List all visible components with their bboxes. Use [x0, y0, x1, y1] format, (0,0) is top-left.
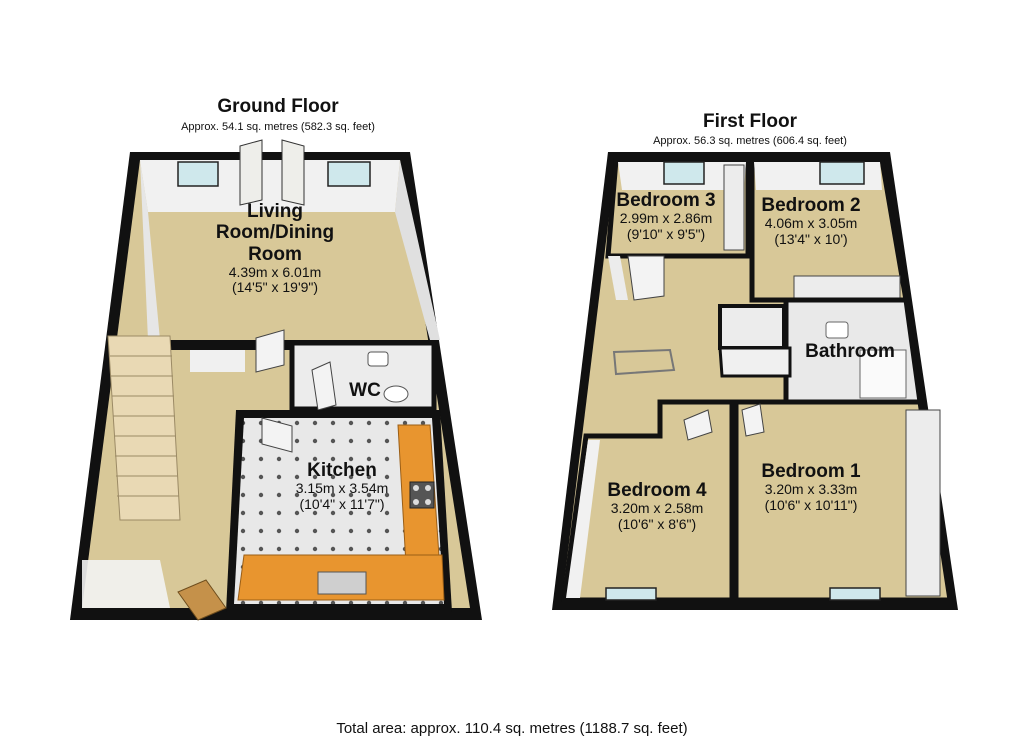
kitchen-label: Kitchen 3.15m x 3.54m (10'4" x 11'7")	[272, 460, 412, 513]
bedroom-4-name: Bedroom 4	[607, 480, 707, 501]
living-room-name-line-2: Room/Dining	[215, 222, 335, 244]
living-room-label: Living Room/Dining Room 4.39m x 6.01m (1…	[200, 201, 350, 296]
bedroom-4-door	[683, 409, 713, 441]
front-left-wall-face	[82, 560, 170, 608]
patio-door-right	[281, 139, 305, 206]
bedroom-4-left-wall	[566, 440, 600, 598]
staircase	[107, 335, 181, 521]
wc-name: WC	[349, 380, 381, 401]
living-room-door	[255, 329, 285, 373]
bedroom-3-label: Bedroom 3 2.99m x 2.86m (9'10" x 9'5")	[606, 190, 726, 243]
first-floor-title: First Floor	[703, 111, 797, 132]
bathroom-bath-icon	[859, 349, 907, 399]
front-door	[177, 579, 227, 621]
wc-basin-icon	[367, 351, 389, 367]
living-room-window-left	[177, 161, 219, 187]
bedroom-1-metric: 3.20m x 3.33m	[764, 481, 858, 498]
bedroom-2-name: Bedroom 2	[761, 195, 861, 216]
living-room-name-line-3: Room	[248, 243, 302, 265]
kitchen-imperial: (10'4" x 11'7")	[299, 495, 385, 512]
bedroom-4-label: Bedroom 4 3.20m x 2.58m (10'6" x 8'6")	[592, 480, 722, 533]
landing-cupboard	[718, 304, 786, 350]
bedroom-3-window	[663, 161, 705, 185]
bedroom-2-label: Bedroom 2 4.06m x 3.05m (13'4" x 10')	[746, 195, 876, 248]
bedroom-2-imperial: (13'4" x 10')	[774, 230, 848, 247]
living-room-window-right	[327, 161, 371, 187]
bedroom-3-name: Bedroom 3	[616, 190, 716, 211]
bathroom-basin-icon	[825, 321, 849, 339]
bedroom-2-window	[819, 161, 865, 185]
bedroom-2-wardrobe	[793, 275, 901, 299]
hall-partition-face	[190, 350, 245, 372]
bedroom-3-metric: 2.99m x 2.86m	[619, 210, 713, 227]
bedroom-4-imperial: (10'6" x 8'6")	[617, 515, 697, 532]
bathroom-label: Bathroom	[790, 341, 910, 362]
bedroom-1-imperial: (10'6" x 10'11")	[764, 496, 858, 513]
bedroom-1-label: Bedroom 1 3.20m x 3.33m (10'6" x 10'11")	[746, 461, 876, 514]
landing-stair-rail	[612, 348, 676, 376]
kitchen-metric: 3.15m x 3.54m	[295, 480, 389, 497]
bathroom-wall-face	[718, 346, 792, 378]
bedroom-1-window	[829, 587, 881, 601]
bedroom-1-name: Bedroom 1	[761, 461, 861, 482]
bathroom-name: Bathroom	[805, 341, 895, 362]
landing-wall-left	[608, 256, 628, 300]
wc-toilet-icon	[383, 385, 409, 403]
living-room-imperial: (14'5" x 19'9")	[231, 279, 319, 296]
living-room-right-wall	[395, 160, 440, 340]
wc-label: WC	[340, 380, 390, 401]
ground-floor-plan	[70, 139, 482, 621]
patio-door-left	[239, 139, 263, 206]
bedroom-4-room	[561, 399, 735, 603]
living-room-left-wall	[140, 160, 160, 340]
bedroom-3-imperial: (9'10" x 9'5")	[626, 225, 706, 242]
living-room-name-line-1: Living	[247, 201, 303, 222]
total-area: Total area: approx. 110.4 sq. metres (11…	[336, 720, 688, 737]
kitchen-door	[261, 417, 293, 453]
kitchen-hob-icon	[409, 481, 435, 509]
bedroom-4-metric: 3.20m x 2.58m	[610, 500, 704, 517]
bedroom-4-window	[605, 587, 657, 601]
kitchen-name: Kitchen	[307, 460, 377, 481]
bedroom-1-door	[741, 403, 765, 437]
living-room-metric: 4.39m x 6.01m	[228, 263, 322, 280]
landing-door-1	[627, 255, 665, 301]
first-floor-area: Approx. 56.3 sq. metres (606.4 sq. feet)	[653, 135, 847, 147]
kitchen-sink-icon	[317, 571, 367, 595]
bedroom-2-metric: 4.06m x 3.05m	[764, 215, 858, 232]
bedroom-1-wardrobe	[905, 409, 941, 597]
ground-floor-area: Approx. 54.1 sq. metres (582.3 sq. feet)	[181, 121, 375, 133]
first-floor-plan	[552, 152, 958, 610]
ground-floor-title: Ground Floor	[217, 96, 339, 117]
wc-door	[311, 361, 337, 411]
bedroom-3-wardrobe	[723, 164, 745, 251]
bedroom-1-room	[733, 399, 953, 603]
